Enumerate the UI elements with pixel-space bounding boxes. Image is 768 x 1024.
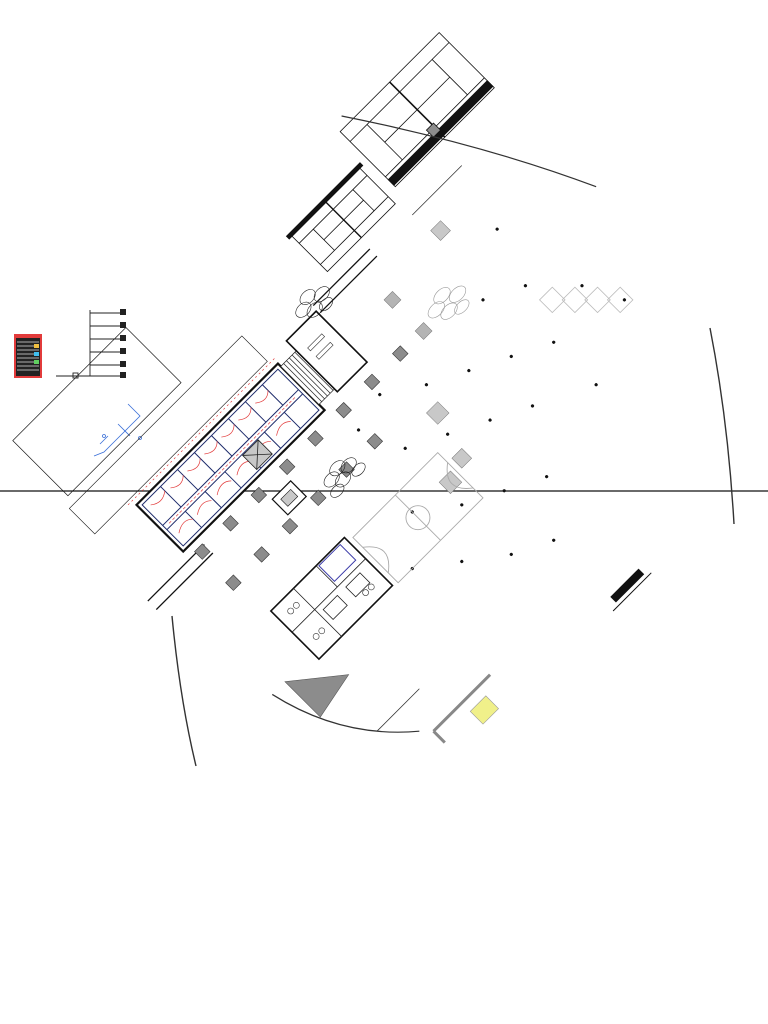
rotated-site (12, 32, 652, 744)
basketball-court (352, 451, 484, 584)
right-edge-curve (709, 327, 735, 525)
boundary-arc-left (271, 693, 420, 733)
tree-cluster-light (427, 285, 470, 320)
road-lines (147, 248, 378, 611)
diagonal-walk (376, 165, 463, 732)
triangle-planter (284, 674, 350, 718)
blue-annotation (93, 403, 142, 457)
tree-cluster (295, 286, 366, 498)
color-legend-icon (14, 334, 42, 378)
boundary-arc-right (341, 115, 597, 188)
lamp-symbols (356, 227, 627, 571)
column-pads (194, 345, 409, 591)
yellow-pad (469, 695, 499, 725)
sports-court-1 (285, 162, 396, 273)
left-edge-curve (171, 615, 197, 767)
lower-building (269, 536, 394, 661)
parking-outline (12, 326, 182, 497)
riser-diagram (56, 309, 126, 379)
kiosk (271, 480, 308, 516)
main-building (127, 310, 369, 554)
site-strip-outline (68, 335, 268, 535)
bottom-walkway (432, 673, 492, 744)
sports-court-2 (339, 32, 495, 188)
black-bench (610, 568, 652, 612)
outline-squares (538, 286, 634, 314)
